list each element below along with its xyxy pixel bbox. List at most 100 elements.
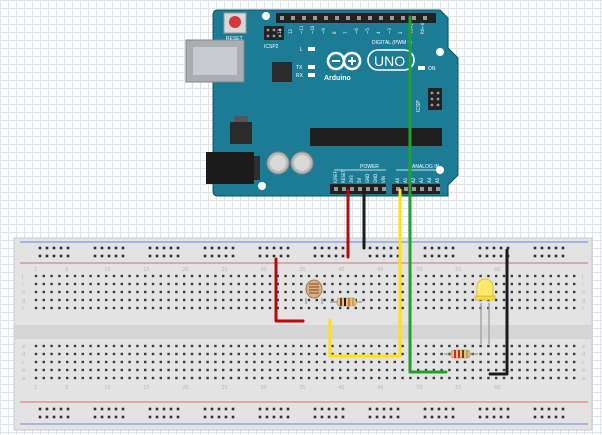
rail-hole — [499, 407, 503, 411]
terminal-hole — [573, 360, 576, 364]
rail-hole — [423, 415, 427, 419]
digital-pin-hole — [401, 16, 405, 20]
terminal-hole — [73, 298, 77, 302]
terminal-hole — [495, 298, 498, 302]
terminal-hole — [175, 306, 178, 310]
terminal-hole — [331, 344, 334, 348]
rail-hole — [45, 254, 49, 258]
terminal-hole — [526, 360, 529, 364]
row-letter: c — [22, 360, 25, 366]
terminal-hole — [105, 360, 108, 364]
terminal-hole — [339, 290, 342, 294]
terminal-hole — [34, 360, 38, 364]
terminal-hole — [136, 360, 139, 364]
rail-hole — [52, 415, 56, 419]
rail-hole — [210, 254, 214, 258]
column-number: 30 — [260, 267, 266, 273]
terminal-hole — [261, 344, 264, 348]
terminal-hole — [401, 376, 404, 380]
terminal-hole — [66, 298, 69, 302]
usb-chip — [272, 62, 292, 82]
terminal-hole — [261, 360, 264, 364]
column-number: 60 — [494, 267, 500, 273]
rail-hole — [499, 254, 503, 258]
terminal-hole — [120, 306, 123, 310]
terminal-hole — [206, 344, 209, 348]
terminal-hole — [440, 306, 443, 310]
power-header-pins — [334, 187, 386, 191]
row-letter: a — [22, 376, 25, 382]
terminal-hole — [487, 376, 490, 380]
rail-hole — [540, 254, 544, 258]
terminal-hole — [253, 306, 256, 310]
terminal-hole — [128, 306, 131, 310]
column-number: 45 — [377, 267, 383, 273]
rail-hole — [66, 407, 70, 411]
terminal-hole — [97, 344, 100, 348]
rail-hole — [368, 415, 372, 419]
rail-hole — [533, 246, 537, 250]
rail-hole — [430, 407, 434, 411]
terminal-hole — [565, 368, 568, 372]
terminal-hole — [42, 352, 45, 356]
rail-hole — [375, 407, 379, 411]
rail-hole — [437, 407, 441, 411]
icsp-header — [428, 88, 442, 110]
terminal-hole — [409, 376, 412, 380]
terminal-hole — [175, 368, 178, 372]
power-pin-hole — [366, 187, 370, 191]
terminal-hole — [198, 344, 201, 348]
rail-hole — [396, 407, 400, 411]
terminal-hole — [245, 360, 248, 364]
terminal-hole — [331, 290, 334, 294]
terminal-hole — [440, 282, 443, 286]
terminal-hole — [448, 306, 451, 310]
terminal-hole — [526, 290, 529, 294]
uno-badge — [367, 49, 415, 71]
power-jack-lip — [254, 156, 260, 180]
rail-hole — [561, 407, 565, 411]
terminal-hole — [534, 360, 537, 364]
rail-hole — [444, 407, 448, 411]
terminal-hole — [190, 298, 194, 302]
terminal-hole — [448, 274, 451, 278]
terminal-hole — [362, 274, 365, 278]
terminal-hole — [128, 298, 131, 302]
terminal-hole — [175, 376, 178, 380]
terminal-hole — [549, 290, 552, 294]
rail-hole — [114, 246, 118, 250]
analog-pin-label: A4 — [427, 177, 432, 183]
terminal-hole — [136, 274, 139, 278]
terminal-hole — [206, 274, 209, 278]
power-label: POWER — [360, 164, 379, 170]
terminal-hole — [385, 298, 389, 302]
analog-pin-label: A2 — [411, 177, 416, 183]
rail-hole — [100, 407, 104, 411]
terminal-hole — [58, 376, 61, 380]
terminal-hole — [253, 352, 256, 356]
power-pin-hole — [342, 187, 346, 191]
terminal-hole — [97, 290, 100, 294]
resistor-1 — [330, 297, 362, 307]
digital-pin-label: ~10 — [310, 25, 315, 34]
terminal-hole — [89, 368, 92, 372]
rail-hole — [279, 254, 283, 258]
rail-hole — [382, 254, 386, 258]
terminal-hole — [237, 352, 240, 356]
terminal-hole — [502, 282, 506, 286]
led-tx — [308, 65, 315, 69]
terminal-hole — [97, 352, 100, 356]
rail-hole — [396, 246, 400, 250]
rail-hole — [478, 246, 482, 250]
wires — [274, 15, 509, 376]
terminal-hole — [261, 282, 264, 286]
digital-pin-label: ~5 — [365, 28, 370, 34]
terminal-hole — [378, 368, 381, 372]
terminal-hole — [323, 376, 326, 380]
center-channel — [14, 325, 592, 339]
rail-hole — [341, 254, 345, 258]
terminal-hole — [81, 344, 84, 348]
terminal-hole — [214, 274, 217, 278]
terminal-hole — [253, 282, 256, 286]
rail-hole — [210, 407, 214, 411]
